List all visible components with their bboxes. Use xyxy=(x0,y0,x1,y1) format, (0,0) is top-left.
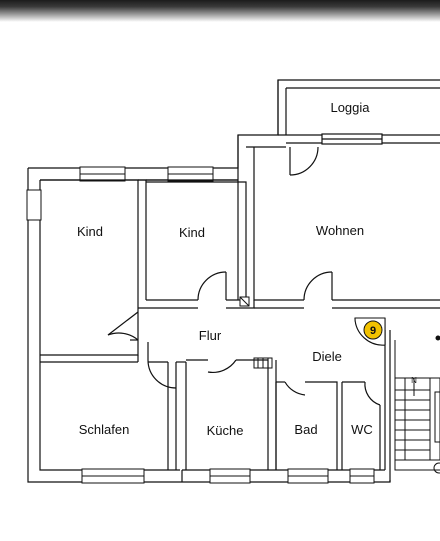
label-loggia: Loggia xyxy=(330,100,370,115)
label-kueche: Küche xyxy=(207,423,244,438)
room-bad xyxy=(275,381,343,470)
room-schlafen xyxy=(40,355,177,470)
label-wohnen: Wohnen xyxy=(316,223,364,238)
label-wc: WC xyxy=(351,422,373,437)
label-schlafen: Schlafen xyxy=(79,422,130,437)
kitchen-appliance xyxy=(253,357,273,369)
unit-number: 9 xyxy=(370,325,376,337)
room-wc xyxy=(342,381,381,470)
label-kind-mid: Kind xyxy=(179,225,205,240)
unit-number-badge xyxy=(363,320,383,340)
label-diele: Diele xyxy=(312,349,342,364)
label-bad: Bad xyxy=(294,422,317,437)
label-flur: Flur xyxy=(199,328,222,343)
room-kueche xyxy=(176,359,277,470)
hallway-doors xyxy=(107,311,386,406)
stair-direction-label: N xyxy=(411,376,417,385)
room-kind-left xyxy=(40,179,147,356)
windows-bottom xyxy=(81,468,375,484)
vent-box xyxy=(239,296,250,307)
windows-top xyxy=(26,166,214,221)
staircase xyxy=(394,335,440,474)
unit-marker: 9 xyxy=(354,317,386,346)
room-wohnen xyxy=(237,135,440,309)
room-kind-mid xyxy=(138,179,255,309)
loggia-area xyxy=(277,80,440,145)
scan-shadow-edge xyxy=(0,0,440,22)
label-kind-left: Kind xyxy=(77,224,103,239)
